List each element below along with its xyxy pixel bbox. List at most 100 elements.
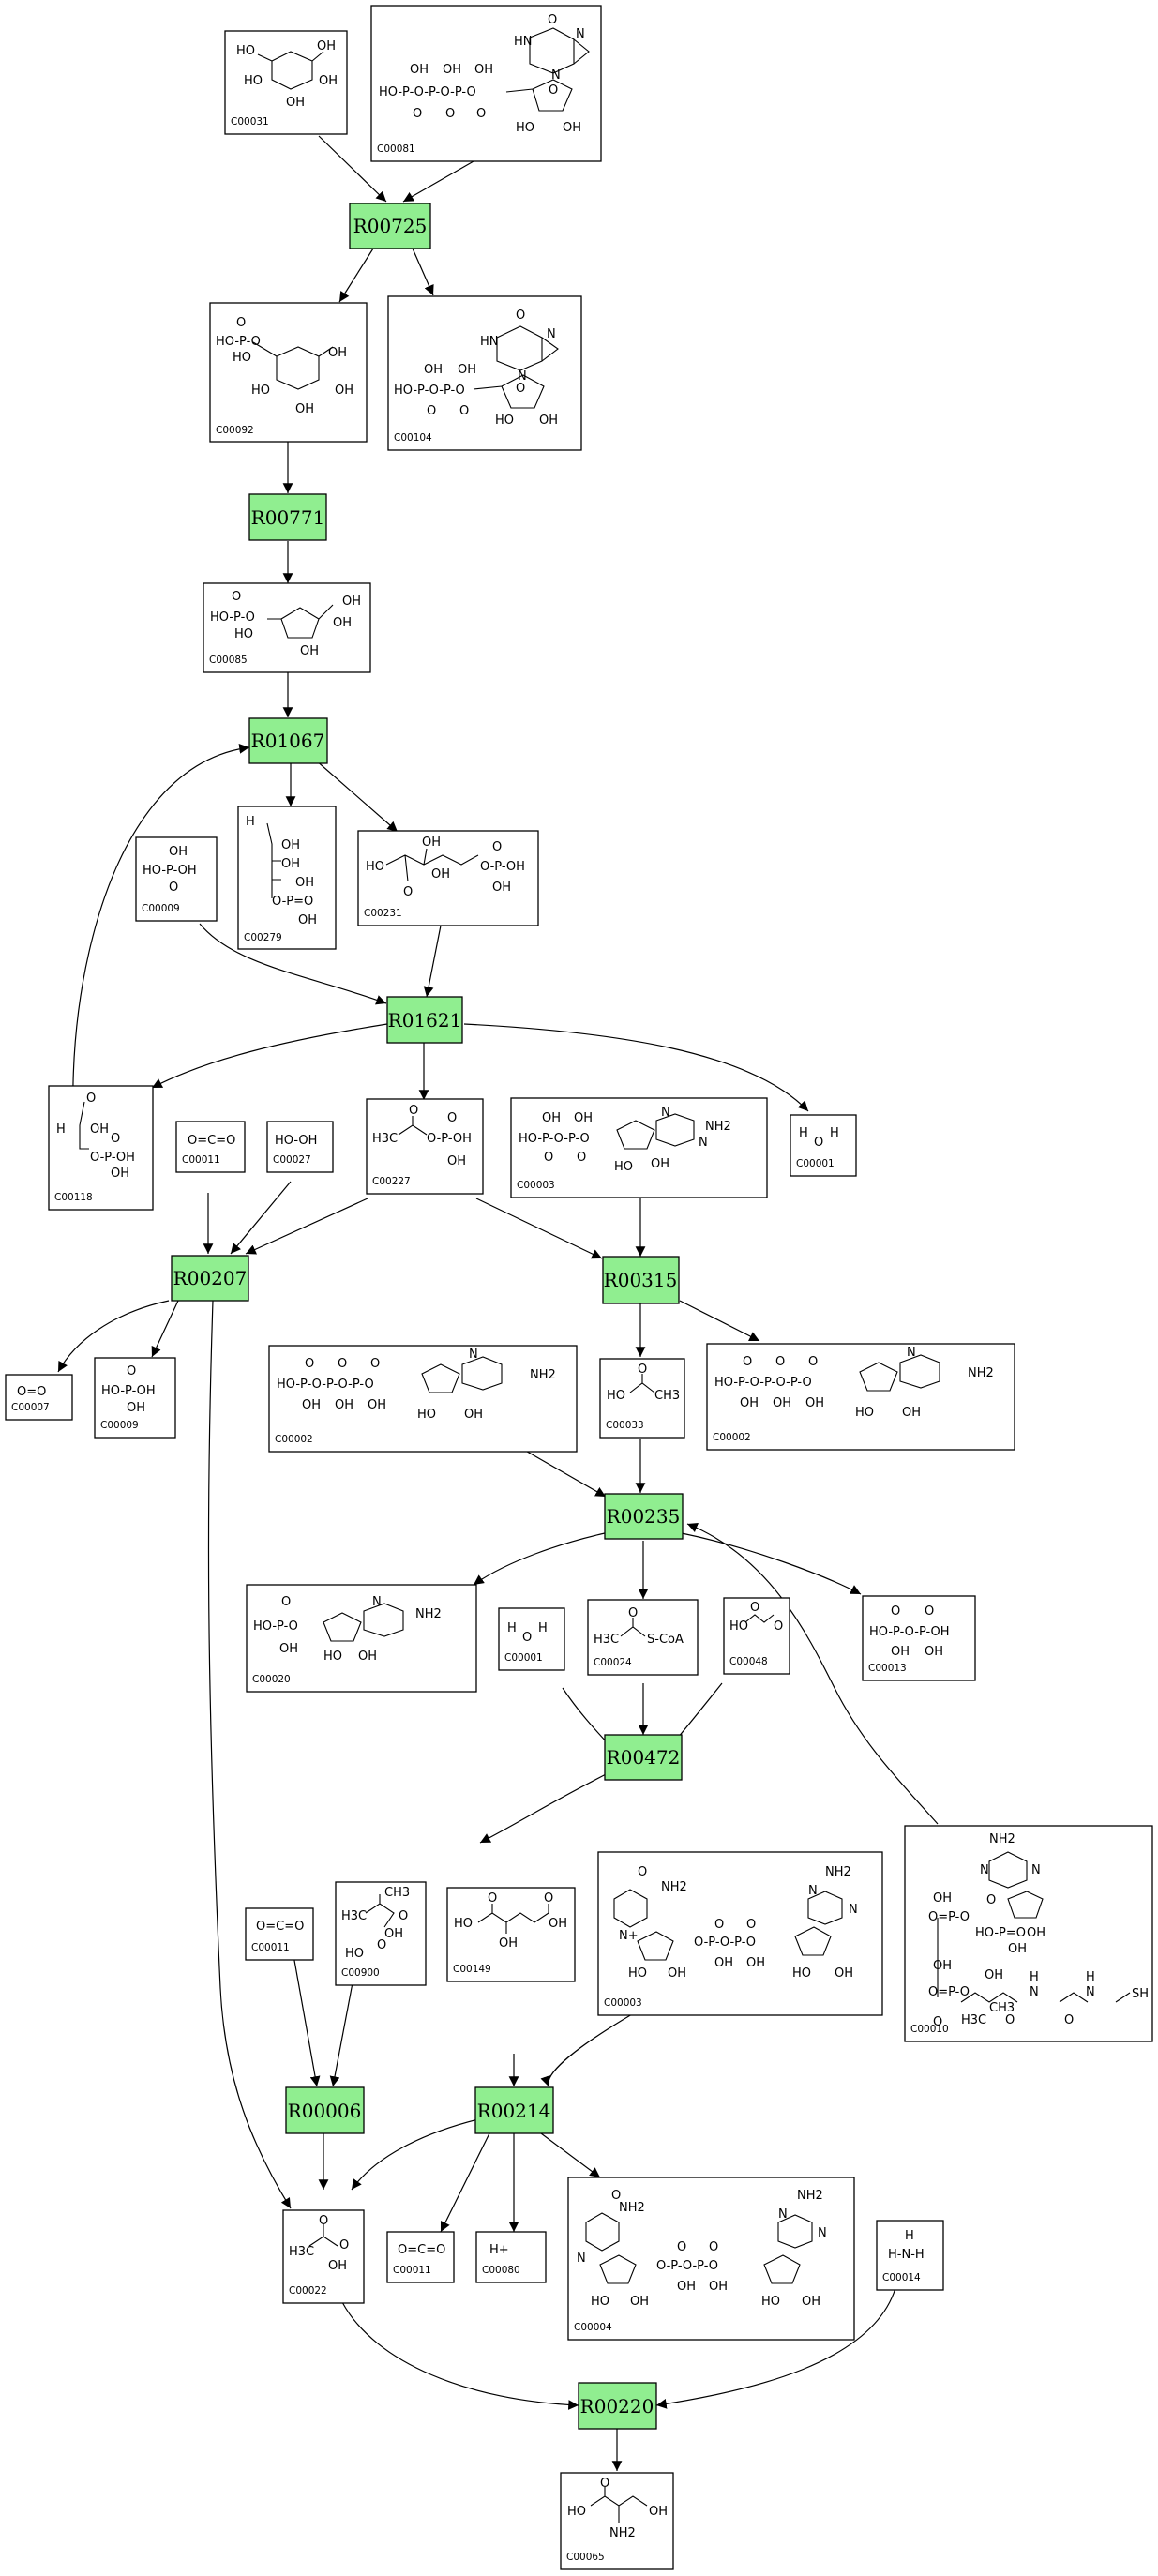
structure-label: O <box>522 1631 532 1645</box>
compound-C00002[interactable]: O O O HO-P-O-P-O-P-O OH OH OH N NH2 HO O… <box>706 1343 1015 1451</box>
reaction-R00472[interactable]: R00472 <box>604 1734 683 1781</box>
reaction-R00214[interactable]: R00214 <box>474 2086 554 2134</box>
structure-label: O-P-O-P-O <box>694 1936 756 1950</box>
compound-C00013[interactable]: O O HO-P-O-P-OH OH OH C00013 <box>862 1595 976 1681</box>
structure-label: OH <box>651 1157 669 1171</box>
compound-C00104[interactable]: O HN N N OH OH HO-P-O-P-O O O O HO OH C0… <box>387 295 582 451</box>
compound-id: C00149 <box>453 1964 491 1975</box>
structure-label: H <box>905 2229 914 2243</box>
reaction-R00771[interactable]: R00771 <box>248 493 327 541</box>
structure-label: OH <box>549 1917 567 1931</box>
structure-label: O <box>544 1151 553 1165</box>
compound-C00149[interactable]: O HO OH OH O C00149 <box>446 1887 576 1982</box>
compound-C00279[interactable]: H OH OH OH O-P=O OH C00279 <box>237 806 337 950</box>
compound-C00001[interactable]: H O H C00001 <box>498 1607 565 1671</box>
structure-label: HO <box>236 44 255 58</box>
compound-C00003[interactable]: OH OH HO-P-O-P-O O O N N NH2 HO OH C0000… <box>510 1097 768 1198</box>
structure-label: O <box>774 1619 783 1634</box>
compound-C00031[interactable]: HO OH HO OH OH C00031 <box>224 30 348 135</box>
compound-id: C00001 <box>504 1652 543 1664</box>
structure-label: OH <box>630 2295 649 2309</box>
structure-label: OH <box>431 867 450 881</box>
compound-C00065[interactable]: O HO OH NH2 C00065 <box>560 2472 674 2570</box>
structure-label: HO-P-O-P-O <box>519 1132 590 1146</box>
structure-label: O <box>933 2015 942 2029</box>
compound-C00011[interactable]: O=C=O C00011 <box>175 1121 246 1173</box>
reaction-label: R01067 <box>251 730 325 752</box>
reaction-R00725[interactable]: R00725 <box>349 203 431 249</box>
compound-C00011[interactable]: O=C=O C00011 <box>245 1907 314 1961</box>
structure-label: OH <box>300 644 319 658</box>
structure-label: OH <box>902 1406 921 1420</box>
compound-C00009[interactable]: O HO-P-OH OH C00009 <box>94 1357 176 1439</box>
compound-C00027[interactable]: HO-OH C00027 <box>266 1121 334 1173</box>
structure-label: HO <box>366 860 384 874</box>
compound-C00004[interactable]: NH2 O NH2 N N N O-P-O-P-O OH OH O O HO O… <box>567 2177 855 2341</box>
structure-label: NH2 <box>968 1366 994 1380</box>
structure-label: O=C=O <box>256 1920 304 1934</box>
structure-label: OH <box>443 63 461 77</box>
reaction-R01621[interactable]: R01621 <box>386 996 463 1044</box>
reaction-R00207[interactable]: R00207 <box>171 1255 249 1302</box>
structure-label: NH2 <box>609 2526 636 2540</box>
compound-C00014[interactable]: H H-N-H C00014 <box>876 2220 944 2291</box>
compound-C00080[interactable]: H+ C00080 <box>475 2231 547 2283</box>
structure-label: O <box>986 1893 996 1907</box>
compound-C00007[interactable]: O=O C00007 <box>5 1374 73 1421</box>
reaction-R00006[interactable]: R00006 <box>285 2086 365 2134</box>
reaction-R00235[interactable]: R00235 <box>604 1493 684 1540</box>
structure-label: O <box>488 1891 497 1906</box>
compound-C00001[interactable]: H O H C00001 <box>790 1114 857 1177</box>
structure-label: HO <box>516 121 534 135</box>
structure-label: O <box>236 316 246 330</box>
structure-label: O <box>409 1104 418 1118</box>
structure-label: N <box>1086 1985 1095 1999</box>
structure-label: O-P-OH <box>90 1151 135 1165</box>
compound-C00081[interactable]: O HN N N OH OH OH HO-P-O-P-O-P-O O O O O… <box>370 5 602 162</box>
structure-label: HO <box>614 1160 633 1174</box>
structure-label: H <box>507 1621 517 1635</box>
reaction-R00220[interactable]: R00220 <box>578 2382 657 2430</box>
structure-label: NH2 <box>530 1368 556 1382</box>
structure-label: H3C <box>594 1633 619 1647</box>
compound-C00024[interactable]: O H3C S-CoA C00024 <box>587 1599 699 1676</box>
structure-label: O=P-O <box>928 1985 970 1999</box>
structure-label: OH <box>298 913 317 927</box>
structure-label: HO <box>567 2505 586 2519</box>
compound-C00085[interactable]: O HO-P-O OH OH OH HO C00085 <box>203 582 371 673</box>
reaction-R00315[interactable]: R00315 <box>602 1256 680 1304</box>
structure-label: OH <box>746 1956 765 1970</box>
compound-C00010[interactable]: NH2 N N OH O=P-O O HO-P=O OH OH O=P-O H3… <box>904 1825 1153 2042</box>
compound-C00022[interactable]: O H3C O OH C00022 <box>282 2209 365 2304</box>
compound-C00033[interactable]: O HO CH3 C00033 <box>599 1358 685 1439</box>
compound-C00118[interactable]: O H OH O-P-OH O OH C00118 <box>48 1085 154 1211</box>
compound-C00092[interactable]: O HO-P-O HO OH HO OH OH C00092 <box>209 302 368 443</box>
structure-label: N <box>849 1903 858 1917</box>
structure-label: OH <box>335 1398 353 1412</box>
structure-label: OH <box>668 1966 686 1981</box>
structure-label: NH2 <box>705 1120 731 1134</box>
structure-label: O <box>459 404 469 418</box>
structure-label: H <box>1030 1970 1039 1984</box>
compound-C00009[interactable]: OH HO-P-OH O C00009 <box>135 836 218 922</box>
compound-C00003[interactable]: O NH2 NH2 N N N+ O-P-O-P-O OH OH O O HO … <box>597 1851 883 2016</box>
structure-label: N <box>469 1348 478 1362</box>
structure-label: OH <box>410 63 429 77</box>
compound-C00900[interactable]: CH3 H3C O OH HO O C00900 <box>335 1881 427 1986</box>
reaction-R01067[interactable]: R01067 <box>248 717 328 764</box>
compound-C00048[interactable]: O HO O C00048 <box>723 1597 790 1675</box>
structure-label: N <box>980 1863 989 1877</box>
structure-label: OH <box>677 2280 696 2294</box>
compound-C00011[interactable]: O=C=O C00011 <box>386 2231 455 2283</box>
structure-label: H3C <box>372 1132 398 1146</box>
compound-C00002[interactable]: O O O HO-P-O-P-O-P-O OH OH OH N NH2 HO O… <box>268 1345 578 1453</box>
reaction-label: R00472 <box>607 1746 681 1769</box>
structure-label: N+ <box>619 1929 639 1943</box>
compound-C00231[interactable]: OH HO O OH O-P-OH O OH C00231 <box>357 830 539 926</box>
compound-C00020[interactable]: O HO-P-O OH N NH2 HO OH C00020 <box>246 1584 477 1693</box>
structure-label: OH <box>805 1396 824 1410</box>
structure-label: OH <box>90 1122 109 1137</box>
compound-C00227[interactable]: O H3C O-P-OH O OH C00227 <box>366 1098 484 1195</box>
structure-label: O=P-O <box>928 1910 970 1924</box>
structure-label: OH <box>302 1398 321 1412</box>
